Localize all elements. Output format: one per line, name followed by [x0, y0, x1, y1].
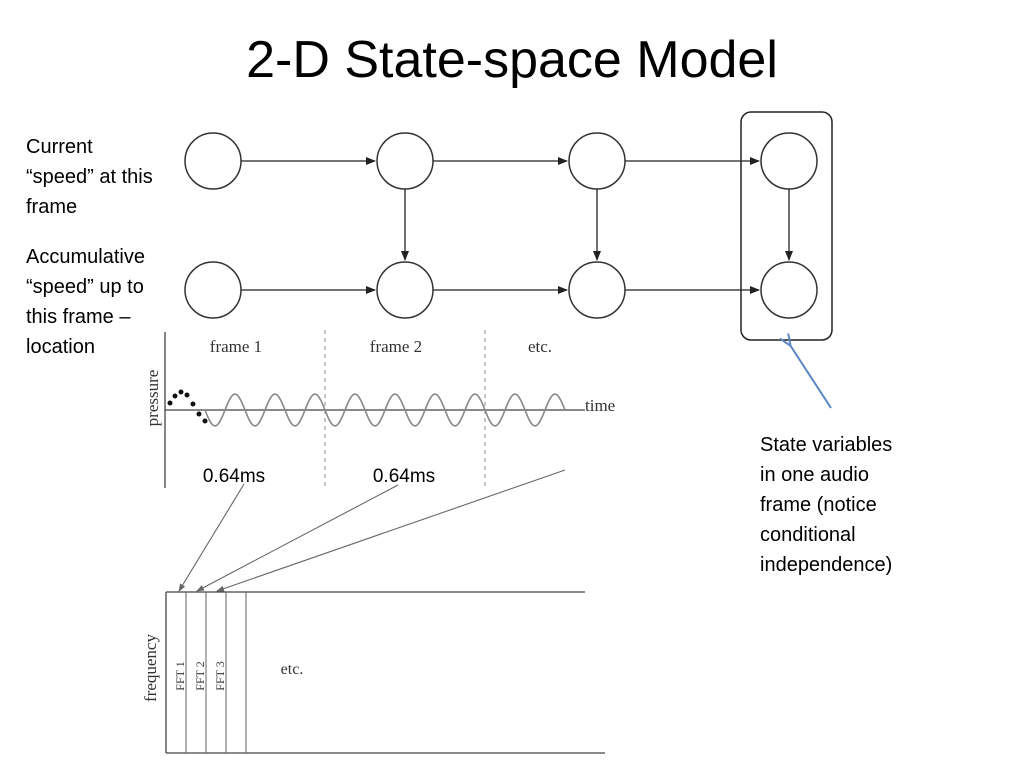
fft-3-label: FFT 3 — [213, 661, 227, 690]
pointer-frame-2 — [196, 484, 399, 592]
accumulative-line-1: Accumulative — [26, 246, 145, 268]
sample-point — [184, 392, 190, 398]
pressure-axis-label: pressure — [143, 370, 162, 427]
state-note-line-4: conditional — [760, 524, 856, 546]
frequency-axis-label: frequency — [141, 634, 160, 702]
page-title: 2-D State-space Model — [246, 31, 778, 89]
sample-points — [167, 389, 208, 424]
accumulative-line-4: location — [26, 336, 95, 358]
accumulative-node-4 — [760, 261, 818, 319]
current-speed-line-1: Current — [26, 136, 93, 158]
current-node-3 — [568, 132, 626, 190]
frame-1-label: frame 1 — [210, 337, 262, 356]
fft-1-label: FFT 1 — [173, 661, 187, 690]
sample-point — [172, 393, 178, 399]
spectrogram-etc-label: etc. — [281, 661, 304, 678]
current-node-2 — [376, 132, 434, 190]
current-speed-line-3: frame — [26, 196, 78, 218]
state-note-pointer-arrow — [790, 345, 832, 409]
sample-point — [167, 400, 173, 406]
sample-point — [178, 389, 184, 395]
duration-label-1: 0.64ms — [203, 466, 265, 487]
sample-point — [196, 411, 202, 417]
accumulative-node-1 — [184, 261, 242, 319]
accumulative-node-3 — [568, 261, 626, 319]
frame-etc-label: etc. — [528, 337, 552, 356]
current-node-1 — [184, 132, 242, 190]
accumulative-speed-label: Accumulative “speed” up to this frame – … — [26, 242, 145, 362]
time-axis-label: time — [585, 396, 615, 415]
accumulative-line-2: “speed” up to — [26, 276, 144, 298]
frame-2-label: frame 2 — [370, 337, 422, 356]
fft-2-label: FFT 2 — [193, 661, 207, 690]
current-speed-line-2: “speed” at this — [26, 166, 153, 188]
pointer-frame-1 — [178, 483, 245, 592]
pointer-frame-3 — [216, 469, 566, 592]
pressure-waveform — [204, 393, 566, 427]
current-node-4 — [760, 132, 818, 190]
accumulative-line-3: this frame – — [26, 306, 131, 328]
state-note-line-3: frame (notice — [760, 494, 877, 516]
sample-point — [202, 418, 208, 424]
state-note-line-5: independence) — [760, 554, 893, 576]
duration-label-2: 0.64ms — [373, 466, 435, 487]
sample-point — [190, 401, 196, 407]
accumulative-node-2 — [376, 261, 434, 319]
state-note-line-1: State variables — [760, 434, 893, 456]
state-note-line-2: in one audio — [760, 464, 869, 486]
current-speed-label: Current “speed” at this frame — [26, 132, 153, 222]
state-variables-note: State variables in one audio frame (noti… — [760, 430, 892, 580]
